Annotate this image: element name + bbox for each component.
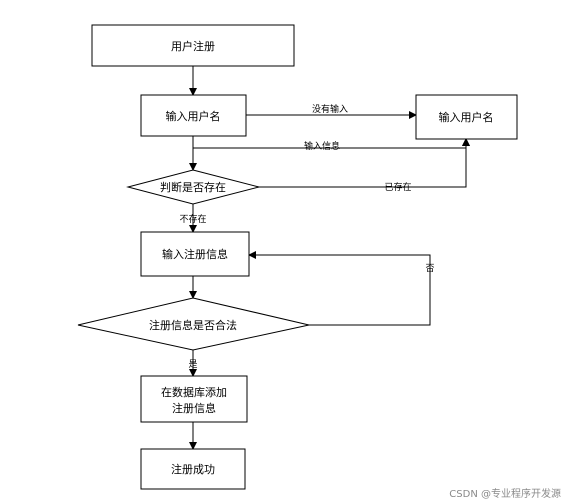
edge-exists <box>259 138 470 188</box>
node-input-username-right-label: 输入用户名 <box>439 110 494 124</box>
node-input-username <box>140 94 247 137</box>
node-check-exists-label: 判断是否存在 <box>160 180 226 194</box>
node-register-label: 用户注册 <box>171 39 215 53</box>
node-add-db-line2: 注册信息 <box>172 401 216 415</box>
watermark: CSDN @专业程序开发源 <box>449 487 561 500</box>
edge-label-no-input: 没有输入 <box>312 103 348 115</box>
node-success-label: 注册成功 <box>171 462 215 476</box>
edge-label-yes: 是 <box>188 359 197 370</box>
node-register <box>91 24 295 67</box>
node-add-db-line1: 在数据库添加 <box>161 385 227 399</box>
node-input-username-right <box>415 94 518 140</box>
edge-label-no: 否 <box>425 263 434 274</box>
node-check-exists <box>126 169 260 205</box>
edge-no <box>248 251 431 326</box>
node-success <box>140 448 246 490</box>
edge-label-exists: 已存在 <box>384 181 411 193</box>
node-check-valid-label: 注册信息是否合法 <box>149 318 237 332</box>
node-add-db <box>140 375 248 423</box>
edge-label-input-info: 输入信息 <box>304 140 340 152</box>
node-input-info-label: 输入注册信息 <box>162 247 228 261</box>
node-input-username-label: 输入用户名 <box>166 109 221 123</box>
edge-label-not-exists: 不存在 <box>179 213 206 225</box>
node-check-valid <box>77 297 310 351</box>
node-input-info <box>140 231 250 277</box>
